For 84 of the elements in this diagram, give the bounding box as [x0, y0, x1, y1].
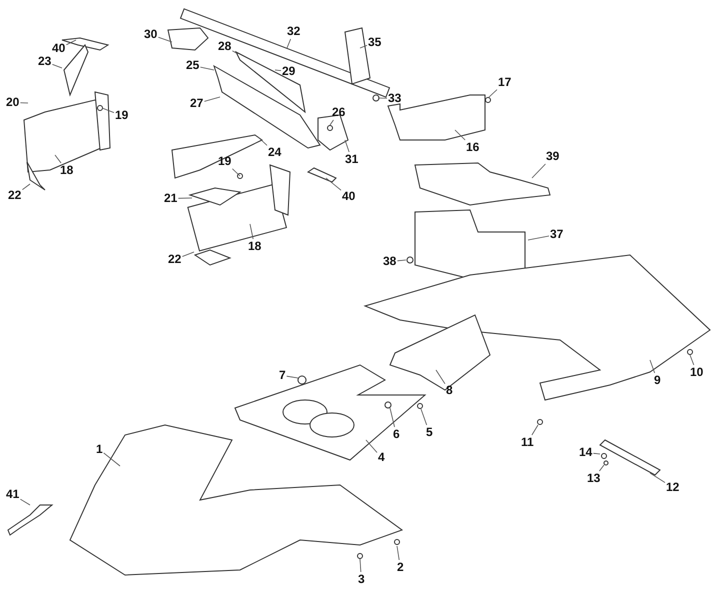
callout-number: 10: [690, 366, 704, 379]
leader-line: [528, 236, 550, 240]
leader-line: [366, 440, 378, 453]
leader-line: [436, 370, 446, 384]
callout-number: 38: [383, 255, 396, 268]
callout-number: 3: [358, 573, 365, 586]
leader-line: [344, 140, 350, 152]
callout-number: 40: [342, 190, 356, 203]
leader-line: [286, 38, 292, 48]
callout-number: 39: [546, 150, 560, 163]
callout-number: 40: [52, 42, 66, 55]
callout-number: 9: [654, 374, 661, 387]
leader-line: [182, 252, 194, 257]
leader-line: [420, 408, 428, 426]
callout-number: 41: [6, 488, 20, 501]
callout-number: 5: [426, 426, 433, 439]
callout-number: 4: [378, 451, 385, 464]
leader-line: [532, 424, 538, 436]
callout-number: 8: [446, 384, 453, 397]
leader-line: [650, 360, 656, 374]
leader-line: [102, 108, 114, 113]
leader-line: [200, 66, 214, 70]
leader-line: [396, 546, 400, 560]
callout-number: 30: [144, 28, 158, 41]
leader-line: [274, 70, 282, 72]
callout-number: 25: [186, 59, 200, 72]
callout-number: 6: [393, 428, 400, 441]
leader-line: [158, 36, 172, 42]
callout-number: 22: [168, 253, 182, 266]
callout-number: 32: [287, 25, 300, 38]
callout-number: 18: [248, 240, 262, 253]
callout-number: 33: [388, 92, 402, 105]
callout-number: 28: [218, 40, 232, 53]
leader-line: [378, 98, 388, 99]
callout-number: 20: [6, 96, 20, 109]
callout-number: 18: [60, 164, 74, 177]
leader-line: [488, 89, 498, 98]
callout-number: 22: [8, 189, 22, 202]
leader-line: [232, 168, 240, 176]
leader-line: [178, 198, 192, 199]
leader-line: [326, 178, 342, 191]
leader-line: [258, 136, 268, 146]
leader-line: [52, 64, 62, 68]
leader-line: [250, 224, 254, 240]
callout-number: 19: [218, 155, 232, 168]
callout-number: 19: [115, 109, 128, 122]
callout-number: 2: [397, 561, 404, 574]
leader-line: [286, 376, 298, 378]
callout-number: 12: [666, 481, 680, 494]
callout-number: 31: [345, 153, 358, 166]
callout-number: 7: [279, 369, 286, 382]
callout-number: 35: [368, 36, 382, 49]
callout-number: 21: [164, 192, 178, 205]
leader-line: [20, 498, 30, 506]
leader-line: [204, 96, 220, 102]
leader-line: [454, 130, 466, 140]
leader-line: [396, 260, 406, 262]
callout-number: 14: [579, 446, 592, 459]
callout-number: 26: [332, 106, 346, 119]
leader-line: [54, 154, 62, 164]
leader-line: [650, 472, 666, 483]
leader-line: [360, 558, 362, 572]
leader-line: [103, 452, 120, 466]
callout-number: 13: [587, 472, 600, 485]
leader-line: [592, 452, 600, 454]
leader-line: [20, 102, 28, 104]
leader-line: [360, 44, 368, 48]
leader-line: [66, 40, 76, 46]
leader-line: [390, 408, 395, 428]
callout-number: 1: [96, 443, 103, 456]
leader-line: [22, 184, 30, 190]
callout-number: 16: [466, 141, 480, 154]
leader-line: [599, 464, 604, 472]
callout-number: 17: [498, 76, 512, 89]
callout-number: 23: [38, 55, 52, 68]
callout-number: 29: [282, 65, 296, 78]
callout-number: 24: [268, 146, 282, 159]
leader-line: [690, 354, 694, 366]
leader-line: [232, 50, 238, 54]
leader-line: [532, 164, 546, 178]
leader-line: [330, 120, 334, 126]
callout-number: 27: [190, 97, 204, 110]
callout-number: 37: [550, 228, 564, 241]
callout-number: 11: [521, 436, 534, 449]
